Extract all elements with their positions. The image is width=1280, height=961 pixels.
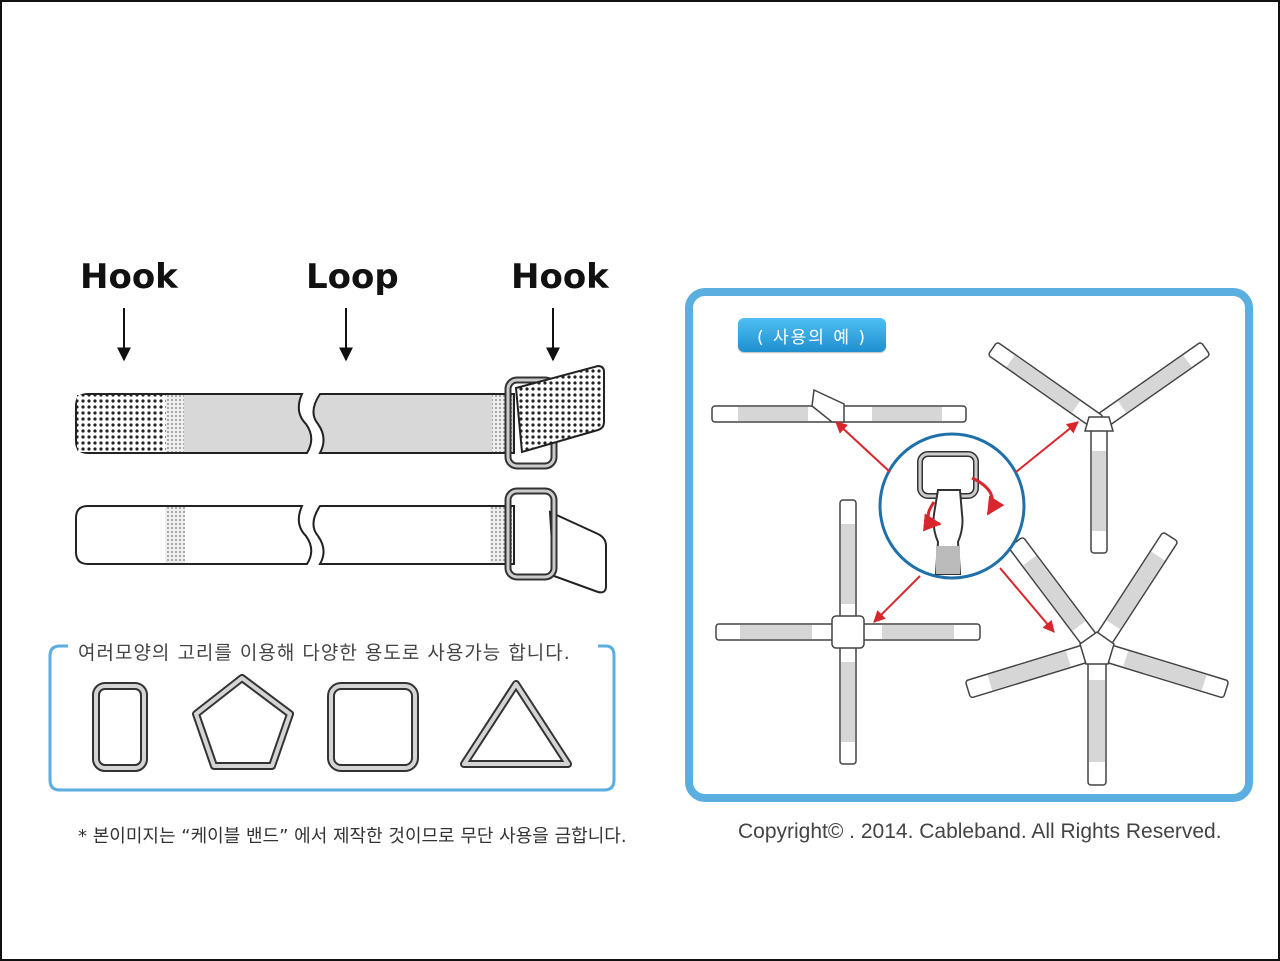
ring-square: [327, 682, 419, 772]
strap-bottom: [75, 487, 607, 594]
ring-pentagon: [192, 674, 294, 770]
hook-right-label: Hook: [511, 257, 609, 297]
example-five-way: [965, 532, 1229, 786]
shapes-caption: 여러모양의 고리를 이용해 다양한 용도로 사용가능 합니다.: [78, 642, 571, 664]
ring-detail-circle: [878, 432, 1026, 580]
strap-top: [75, 364, 605, 470]
footnote: * 본이미지는 “케이블 밴드” 에서 제작한 것이므로 무단 사용을 금합니다…: [78, 826, 627, 847]
loop-label: Loop: [306, 257, 399, 297]
usage-example-badge: ( 사용의 예 ): [738, 318, 886, 352]
ring-triangle: [460, 680, 572, 768]
ring-rectangle: [92, 682, 148, 772]
copyright-notice: Copyright© . 2014. Cableband. All Rights…: [738, 820, 1222, 843]
red-pointer-arrows: [835, 421, 1079, 633]
hook-left-label: Hook: [80, 257, 178, 297]
example-straight: [711, 388, 967, 423]
shapes-bracket: [48, 644, 616, 792]
label-pointers: [117, 308, 560, 362]
example-cross: [715, 499, 981, 765]
example-three-way: [988, 342, 1210, 554]
